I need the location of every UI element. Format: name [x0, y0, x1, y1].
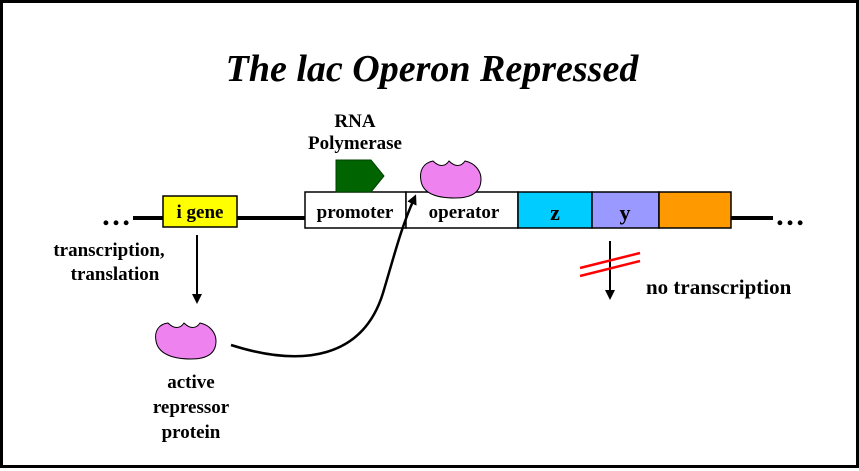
rna-polymerase-label-line2: Polymerase [308, 133, 402, 154]
rna-polymerase-shape [335, 159, 385, 193]
bound-repressor-shape [420, 160, 482, 199]
y-gene-label: y [620, 200, 631, 225]
i-gene-box [162, 195, 238, 228]
y-gene-box [591, 191, 660, 229]
dna-left-dots: … [101, 199, 131, 232]
z-gene-box [517, 191, 593, 229]
repressor-label-line1: active [167, 372, 214, 393]
i-gene-label: i gene [177, 202, 224, 223]
block-mark-2 [579, 259, 641, 278]
repressor-label-line3: protein [162, 422, 221, 443]
a-gene-box [658, 191, 732, 229]
no-transcription-label: no transcription [646, 275, 792, 299]
operator-label: operator [429, 202, 500, 223]
lac-operon-diagram: The lac Operon Repressed … … i gene prom… [53, 48, 805, 443]
free-repressor-shape [155, 322, 217, 360]
z-gene-label: z [550, 200, 560, 225]
block-mark-1 [579, 251, 641, 270]
transcription-translation-label-line2: translation [71, 264, 160, 285]
slide-title: The lac Operon Repressed [226, 48, 640, 90]
transcription-translation-label-line1: transcription, [53, 240, 165, 261]
promoter-label: promoter [317, 202, 394, 223]
repressor-label-line2: repressor [153, 397, 230, 418]
rna-polymerase-label-line1: RNA [334, 111, 375, 132]
repressor-binding-arrow [230, 194, 417, 358]
dna-right-dots: … [775, 199, 805, 232]
